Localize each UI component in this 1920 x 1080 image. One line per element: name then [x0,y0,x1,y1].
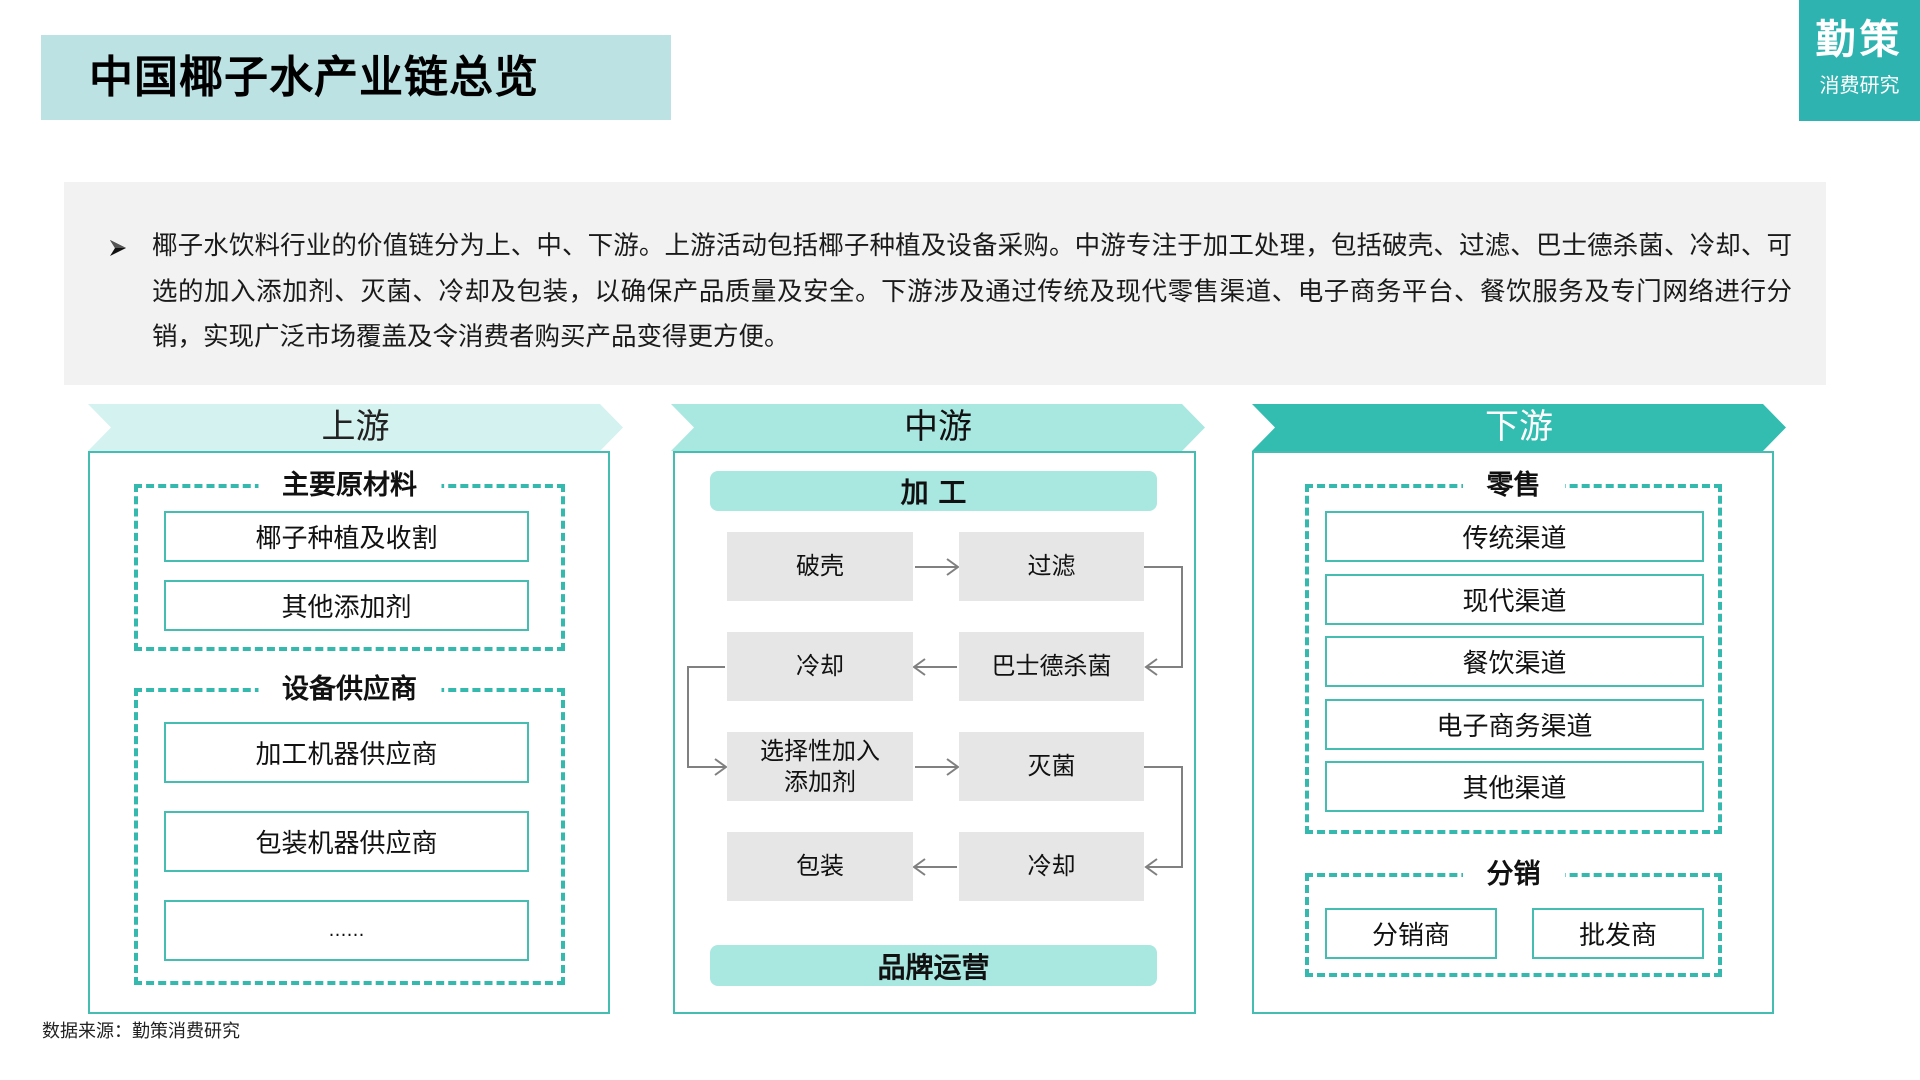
retail-title: 零售 [1462,468,1565,504]
data-source-note: 数据来源：勤策消费研究 [42,1021,240,1042]
equipment-supplier-item: 加工机器供应商 [164,722,529,783]
processing-label-bar: 加 工 [710,471,1157,511]
retail-channel-item: 传统渠道 [1325,511,1704,562]
process-step-shell-breaking: 破壳 [727,532,913,601]
process-flow-arrows [687,558,1183,876]
retail-channel-item: 电子商务渠道 [1325,699,1704,750]
raw-materials-title: 主要原材料 [258,468,441,504]
raw-material-item: 其他添加剂 [164,580,529,631]
logo-sub-text: 消费研究 [1819,73,1900,97]
distribution-group: 分销 分销商 批发商 [1305,857,1722,977]
midstream-header: 中游 [671,404,1205,451]
description-text: 椰子水饮料行业的价值链分为上、中、下游。上游活动包括椰子种植及设备采购。中游专注… [152,231,1792,352]
logo-main-text: 勤策 [1815,17,1904,63]
upstream-column: 主要原材料 椰子种植及收割 其他添加剂 设备供应商 加工机器供应商 包装机器供应… [88,451,610,1014]
equipment-supplier-item: 包装机器供应商 [164,811,529,872]
midstream-column: 加 工 破壳 过滤 巴士德杀菌 冷却 [673,451,1196,1014]
distribution-item-distributor: 分销商 [1325,908,1497,959]
process-step-label-line1: 选择性加入 [760,736,880,765]
page-title: 中国椰子水产业链总览 [89,52,539,103]
process-step-cooling-2: 冷却 [959,832,1144,901]
retail-channel-item: 现代渠道 [1325,574,1704,625]
brand-logo: 勤策 消费研究 [1799,0,1920,121]
brand-operation-bar: 品牌运营 [710,945,1157,986]
midstream-chevron-shape [671,404,1205,451]
process-step-cooling: 冷却 [727,632,913,701]
equipment-suppliers-title: 设备供应商 [258,672,441,708]
downstream-column: 零售 传统渠道 现代渠道 餐饮渠道 电子商务渠道 其他渠道 分销 分销商 批发商 [1252,451,1774,1014]
downstream-chevron-shape [1252,404,1786,451]
raw-material-item: 椰子种植及收割 [164,511,529,562]
equipment-supplier-item-more: …… [164,900,529,961]
distribution-title: 分销 [1462,857,1565,893]
page-title-banner: 中国椰子水产业链总览 [41,35,671,120]
process-step-pasteurization: 巴士德杀菌 [959,632,1144,701]
retail-channel-item: 餐饮渠道 [1325,636,1704,687]
process-step-sterilization: 灭菌 [959,732,1144,801]
process-step-packaging: 包装 [727,832,913,901]
retail-group: 零售 传统渠道 现代渠道 餐饮渠道 电子商务渠道 其他渠道 [1305,468,1722,834]
equipment-suppliers-group: 设备供应商 加工机器供应商 包装机器供应商 …… [134,672,565,985]
midstream-header-label: 中游 [904,407,972,447]
downstream-header: 下游 [1252,404,1786,451]
process-step-optional-additives: 选择性加入 添加剂 [727,732,913,801]
upstream-chevron-shape [88,404,623,451]
downstream-header-label: 下游 [1485,407,1553,447]
description-panel: 椰子水饮料行业的价值链分为上、中、下游。上游活动包括椰子种植及设备采购。中游专注… [64,182,1826,385]
retail-channel-item: 其他渠道 [1325,761,1704,812]
process-step-filtering: 过滤 [959,532,1144,601]
upstream-header: 上游 [88,404,623,451]
process-step-label-line2: 添加剂 [784,767,856,796]
distribution-item-wholesaler: 批发商 [1532,908,1704,959]
arrow-bullet-icon [108,226,128,274]
raw-materials-group: 主要原材料 椰子种植及收割 其他添加剂 [134,468,565,651]
upstream-header-label: 上游 [321,407,390,447]
